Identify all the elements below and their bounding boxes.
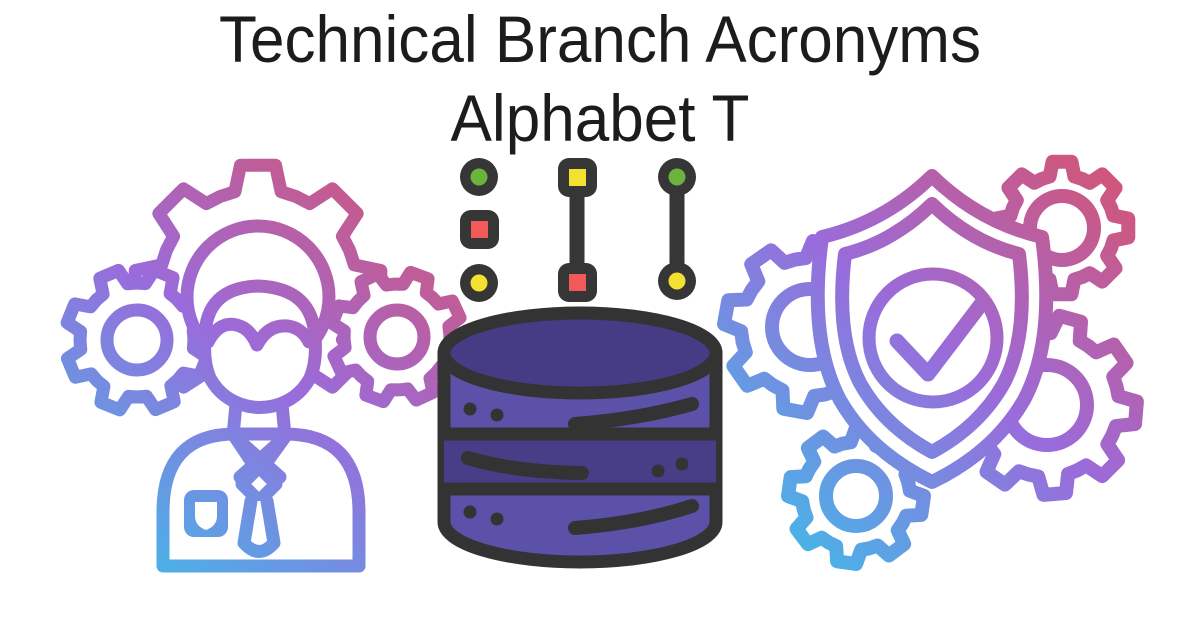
db-slot (461, 451, 589, 480)
db-led (675, 457, 689, 471)
node-column-3 (658, 158, 696, 300)
node-dot-yellow (668, 272, 686, 290)
network-nodes-icon (460, 158, 696, 302)
badge-shield-icon (195, 502, 217, 530)
node-dot-red (471, 221, 488, 238)
node-dot-red (569, 274, 586, 291)
tie (237, 494, 281, 558)
db-slot (568, 499, 699, 535)
node-dot-yellow (569, 169, 586, 186)
db-slots (461, 397, 699, 535)
node-dot-green (668, 168, 686, 186)
node-column-1 (460, 158, 499, 302)
shield-gears-icon (717, 154, 1144, 571)
title-line-2: Alphabet T (450, 81, 750, 155)
small-gear-hole (819, 459, 893, 533)
check-circle (862, 267, 1004, 409)
page-title: Technical Branch Acronyms Alphabet T (36, 0, 1164, 158)
node-dot-yellow (470, 274, 488, 292)
hair-fringe (201, 317, 316, 352)
right-gear-hole (363, 303, 431, 371)
db-top (437, 306, 723, 400)
head-top (198, 279, 322, 345)
db-led (490, 408, 504, 422)
shield-inner (835, 197, 1029, 459)
db-led (651, 464, 665, 478)
node-dot-green (470, 168, 488, 186)
db-slot (568, 397, 699, 431)
db-led (463, 505, 477, 519)
db-details (463, 402, 689, 526)
node-column-2 (558, 158, 597, 302)
db-led (490, 512, 504, 526)
left-gear-hole (100, 303, 174, 377)
checkmark-icon (889, 295, 990, 382)
db-led (463, 402, 477, 416)
title-line-1: Technical Branch Acronyms (218, 2, 982, 76)
person-gears-icon (60, 158, 469, 573)
face (198, 331, 322, 414)
database-icon (437, 306, 723, 569)
